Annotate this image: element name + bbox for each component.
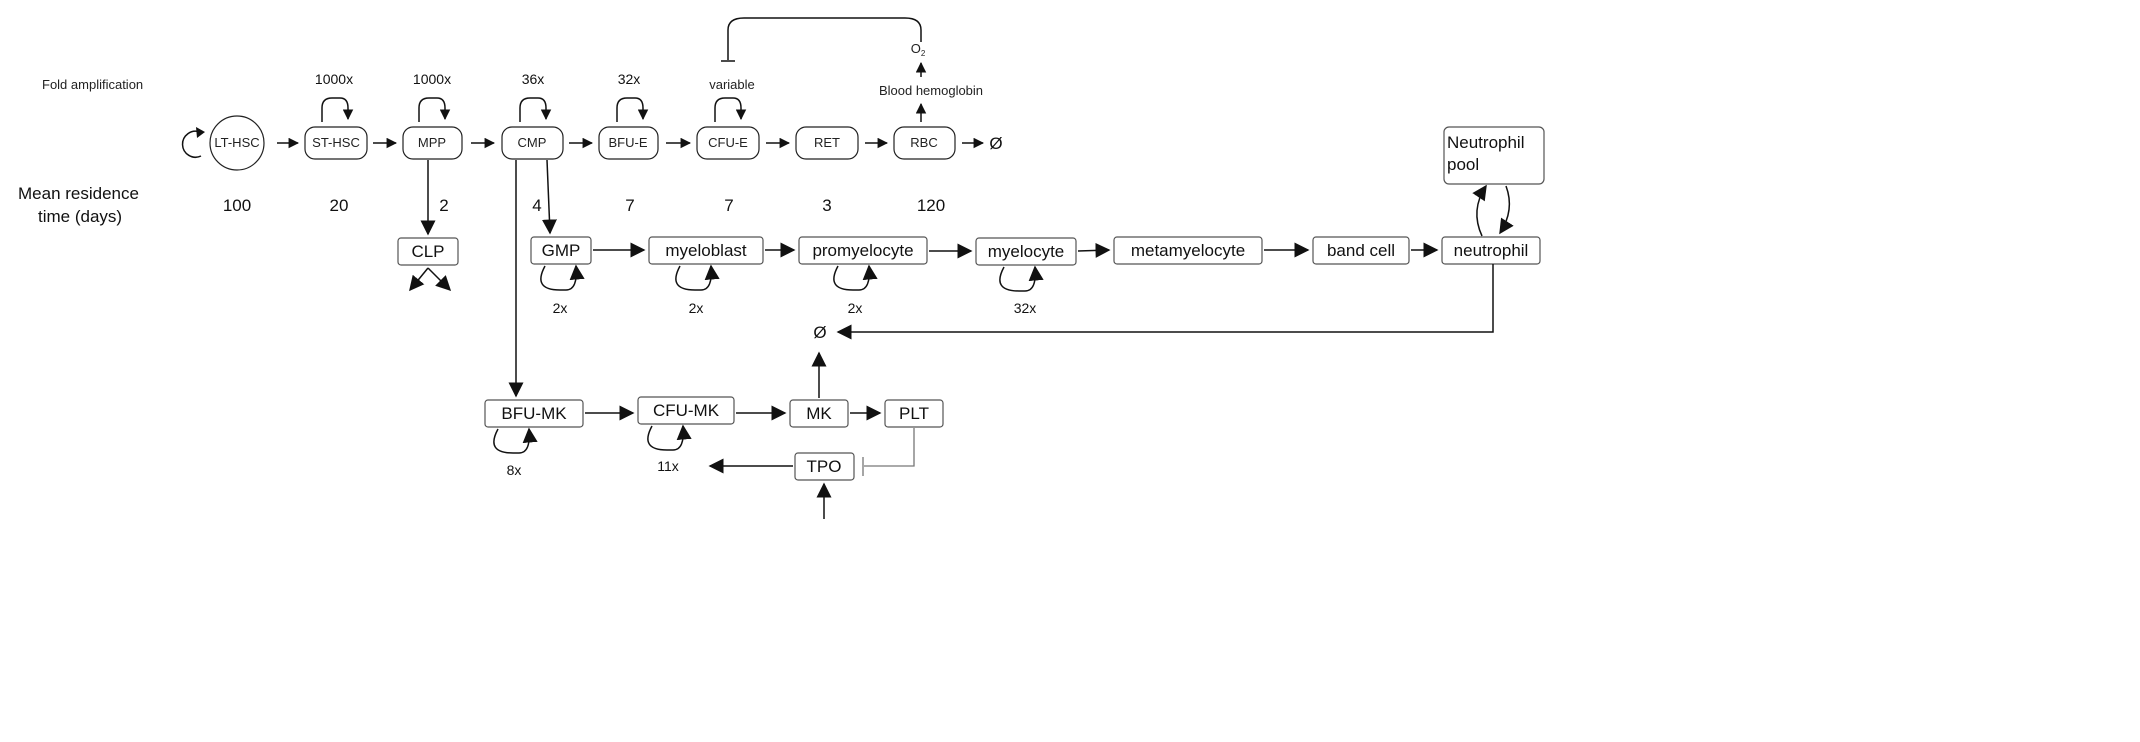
o2-label: O2: [911, 41, 926, 58]
node-cmp-label: CMP: [518, 135, 547, 150]
node-rbc-label: RBC: [910, 135, 937, 150]
node-st-hsc: [304, 126, 368, 160]
amp-cmp: 36x: [522, 71, 545, 87]
node-st-hsc-label: ST-HSC: [312, 135, 360, 150]
node-mpp: [402, 126, 463, 160]
node-clp: [397, 237, 459, 266]
amp-myelocyte: 32x: [1014, 300, 1037, 316]
residence-mpp: 2: [439, 196, 448, 215]
amp-promyelocyte: 2x: [848, 300, 863, 316]
amp-gmp: 2x: [553, 300, 568, 316]
o2-feedback-inhibition: [727, 17, 922, 60]
node-ret-label: RET: [814, 135, 840, 150]
residence-rbc: 120: [917, 196, 945, 215]
node-gmp: [530, 236, 592, 265]
node-bfu-e-label: BFU-E: [609, 135, 648, 150]
residence-bfu-e: 7: [625, 196, 634, 215]
node-neutrophil: [1441, 236, 1541, 265]
node-cfu-mk-label: CFU-MK: [653, 401, 720, 420]
node-cmp: [501, 126, 564, 160]
node-lt-hsc-label: LT-HSC: [214, 135, 259, 150]
node-metamyelocyte-label: metamyelocyte: [1131, 241, 1245, 260]
residence-lt-hsc: 100: [223, 196, 251, 215]
node-tpo-label: TPO: [807, 457, 842, 476]
node-band-cell-label: band cell: [1327, 241, 1395, 260]
node-promyelocyte: [798, 236, 928, 265]
amp-myeloblast: 2x: [689, 300, 704, 316]
residence-st-hsc: 20: [330, 196, 349, 215]
node-cfu-e: [696, 126, 760, 160]
node-mk: [789, 399, 849, 428]
node-neutrophil-pool: [1443, 126, 1545, 185]
node-plt-label: PLT: [899, 404, 929, 423]
node-gmp-label: GMP: [542, 241, 581, 260]
node-plt: [884, 399, 944, 428]
node-cfu-e-label: CFU-E: [708, 135, 748, 150]
amp-bfu-mk: 8x: [507, 462, 522, 478]
node-lt-hsc: [209, 115, 265, 171]
mean-residence-label-line2: time (days): [38, 207, 122, 226]
node-cfu-mk: [637, 396, 735, 425]
node-myeloblast: [648, 236, 764, 265]
residence-ret: 3: [822, 196, 831, 215]
node-rbc: [893, 126, 956, 160]
lt-hsc-self-renewal-arrow: [181, 130, 202, 158]
node-clp-label: CLP: [411, 242, 444, 261]
node-promyelocyte-label: promyelocyte: [812, 241, 913, 260]
blood-hemoglobin-label: Blood hemoglobin: [879, 83, 983, 98]
hematopoiesis-diagram: Fold amplification Mean residence time (…: [18, 17, 1545, 519]
amp-st-hsc: 1000x: [315, 71, 353, 87]
node-mk-label: MK: [806, 404, 832, 423]
node-bfu-mk: [484, 399, 584, 428]
node-tpo: [794, 452, 855, 481]
node-bfu-mk-label: BFU-MK: [501, 404, 567, 423]
plt-inhibits-tpo: [864, 428, 915, 467]
residence-cfu-e: 7: [724, 196, 733, 215]
residence-cmp: 4: [532, 196, 541, 215]
node-myelocyte-label: myelocyte: [988, 242, 1065, 261]
amp-bfu-e: 32x: [618, 71, 641, 87]
node-ret: [795, 126, 859, 160]
node-myeloblast-label: myeloblast: [665, 241, 747, 260]
rbc-death-empty-set: Ø: [989, 134, 1002, 153]
neutrophil-death-empty-set: Ø: [813, 323, 826, 342]
mean-residence-label-line1: Mean residence: [18, 184, 139, 203]
node-neutrophil-pool-label-line1: Neutrophil: [1447, 133, 1525, 152]
node-mpp-label: MPP: [418, 135, 446, 150]
amp-cfu-mk: 11x: [657, 458, 679, 474]
amp-cfu-e: variable: [709, 77, 755, 92]
node-neutrophil-label: neutrophil: [1454, 241, 1529, 260]
node-neutrophil-pool-label-line2: pool: [1447, 155, 1479, 174]
node-metamyelocyte: [1113, 236, 1263, 265]
node-band-cell: [1312, 236, 1410, 265]
node-myelocyte: [975, 237, 1077, 266]
amp-mpp: 1000x: [413, 71, 451, 87]
node-bfu-e: [598, 126, 659, 160]
fold-amplification-label: Fold amplification: [42, 77, 143, 92]
